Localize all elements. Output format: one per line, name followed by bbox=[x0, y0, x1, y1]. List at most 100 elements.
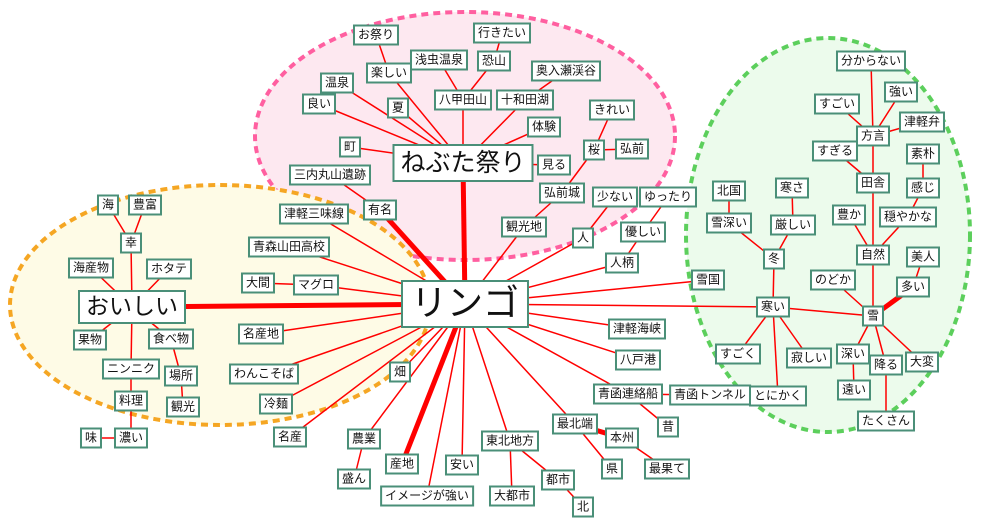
node-kitaguni: 北国 bbox=[711, 180, 747, 202]
node-shizen: 自然 bbox=[855, 244, 891, 266]
node-meisanchi: 名産地 bbox=[237, 323, 285, 345]
node-hachinohe: 八戸港 bbox=[614, 349, 662, 371]
node-odayaka: 穏やかな bbox=[878, 206, 938, 228]
node-image: イメージが強い bbox=[380, 485, 474, 507]
edge-hogen-wakaranai bbox=[870, 60, 874, 137]
node-yasui: 安い bbox=[444, 454, 480, 476]
node-koi: 濃い bbox=[113, 427, 149, 449]
node-hogen: 方言 bbox=[855, 125, 891, 147]
node-kirei: きれい bbox=[588, 99, 636, 121]
node-tsugaruben: 津軽弁 bbox=[898, 111, 946, 133]
node-hofu: 豊富 bbox=[127, 194, 163, 216]
node-asamushi: 浅虫温泉 bbox=[409, 49, 469, 71]
node-sukunai: 少ない bbox=[591, 186, 639, 208]
node-natsu: 夏 bbox=[386, 97, 410, 119]
node-wanko: わんこそば bbox=[228, 363, 300, 385]
node-tohoku: 東北地方 bbox=[480, 430, 540, 452]
node-sabishii: 寂しい bbox=[785, 347, 833, 369]
node-fuyu: 冬 bbox=[762, 248, 786, 270]
node-sakan: 盛ん bbox=[336, 468, 372, 490]
node-oishii: おいしい bbox=[78, 290, 186, 324]
node-kanko: 観光 bbox=[165, 396, 201, 418]
node-oma: 大間 bbox=[240, 272, 276, 294]
node-taihen: 大変 bbox=[904, 351, 940, 373]
node-soboku: 素朴 bbox=[905, 143, 941, 165]
node-toshi: 都市 bbox=[540, 469, 576, 491]
node-hakkoda: 八甲田山 bbox=[433, 89, 493, 111]
node-mukashi: 昔 bbox=[656, 416, 680, 438]
node-tunnel: 青函トンネル bbox=[669, 384, 751, 406]
node-yuttari: ゆったり bbox=[638, 186, 698, 208]
node-daitoshi: 大都市 bbox=[488, 485, 536, 507]
node-yasashii: 優しい bbox=[619, 221, 667, 243]
node-shamisen: 津軽三味線 bbox=[278, 203, 350, 225]
edge-ringo-sanchi bbox=[399, 303, 468, 465]
node-yukibukai: 雪深い bbox=[705, 212, 753, 234]
node-kibishii: 厳しい bbox=[769, 214, 817, 236]
node-meisan: 名産 bbox=[272, 426, 308, 448]
node-inaka: 田舎 bbox=[855, 172, 891, 194]
node-yuki: 雪 bbox=[861, 305, 885, 327]
node-oirase: 奥入瀬渓谷 bbox=[530, 60, 602, 82]
node-kaikyo: 津軽海峡 bbox=[607, 318, 667, 340]
node-hotate: ホタテ bbox=[145, 258, 193, 280]
edge-samui-tonikaku bbox=[772, 306, 779, 397]
node-nebuta: ねぶた祭り bbox=[392, 144, 534, 182]
node-umi: 海 bbox=[96, 194, 120, 216]
node-hirosakijo: 弘前城 bbox=[538, 182, 586, 204]
edge-ringo-image bbox=[426, 303, 466, 497]
node-ken: 県 bbox=[600, 458, 624, 480]
node-takusan: たくさん bbox=[856, 410, 916, 432]
node-furu: 降る bbox=[868, 354, 904, 376]
node-basho: 場所 bbox=[163, 365, 199, 387]
node-nodoka: のどか bbox=[809, 269, 857, 291]
node-machi: 町 bbox=[338, 136, 362, 158]
node-ryori: 料理 bbox=[113, 390, 149, 412]
node-samusa: 寒さ bbox=[774, 177, 810, 199]
node-sanchi: 産地 bbox=[384, 453, 420, 475]
node-hirosaki: 弘前 bbox=[614, 138, 650, 160]
node-sugoi: すごい bbox=[813, 93, 861, 115]
node-honshu: 本州 bbox=[604, 427, 640, 449]
node-renrakusen: 青函連絡船 bbox=[592, 383, 664, 405]
node-yutaka: 豊か bbox=[831, 204, 867, 226]
node-yukiguni: 雪国 bbox=[690, 269, 726, 291]
node-saihate: 最果て bbox=[643, 458, 691, 480]
node-nogyo: 農業 bbox=[346, 428, 382, 450]
node-samui: 寒い bbox=[755, 296, 791, 318]
node-omatsuri: お祭り bbox=[352, 24, 400, 46]
node-sakura: 桜 bbox=[582, 139, 606, 161]
node-towada: 十和田湖 bbox=[495, 89, 555, 111]
node-saihokutan: 最北端 bbox=[551, 413, 599, 435]
node-sugoku: すごく bbox=[714, 343, 762, 365]
node-osorezan: 恐山 bbox=[476, 50, 512, 72]
node-sugiru: すぎる bbox=[811, 140, 859, 162]
node-miru: 見る bbox=[536, 154, 572, 176]
node-ooi: 多い bbox=[895, 276, 931, 298]
node-tonikaku: とにかく bbox=[748, 385, 808, 407]
node-sannai: 三内丸山遺跡 bbox=[288, 164, 372, 186]
node-kankochi: 観光地 bbox=[500, 216, 548, 238]
node-yamada: 青森山田高校 bbox=[247, 236, 331, 258]
samui-group-ellipse bbox=[684, 36, 972, 434]
edge-ringo-yasui bbox=[461, 303, 466, 466]
node-taiken: 体験 bbox=[526, 116, 562, 138]
node-kita: 北 bbox=[571, 496, 595, 518]
node-ikitai: 行きたい bbox=[472, 22, 532, 44]
node-ringo: リンゴ bbox=[400, 280, 530, 328]
node-tsuyoi: 強い bbox=[883, 81, 919, 103]
node-hitogara: 人柄 bbox=[604, 252, 640, 274]
node-yoi: 良い bbox=[301, 93, 337, 115]
node-wakaranai: 分からない bbox=[835, 50, 907, 72]
node-kudamono: 果物 bbox=[72, 329, 108, 351]
node-yumei: 有名 bbox=[362, 199, 398, 221]
node-toi: 遠い bbox=[836, 379, 872, 401]
node-ninniku: ニンニク bbox=[101, 358, 161, 380]
node-fukai: 深い bbox=[835, 343, 871, 365]
node-maguro: マグロ bbox=[292, 274, 340, 296]
node-bijin: 美人 bbox=[905, 246, 941, 268]
node-reimen: 冷麺 bbox=[258, 393, 294, 415]
node-tabemono: 食べ物 bbox=[147, 328, 195, 350]
node-hatake: 畑 bbox=[388, 361, 412, 383]
